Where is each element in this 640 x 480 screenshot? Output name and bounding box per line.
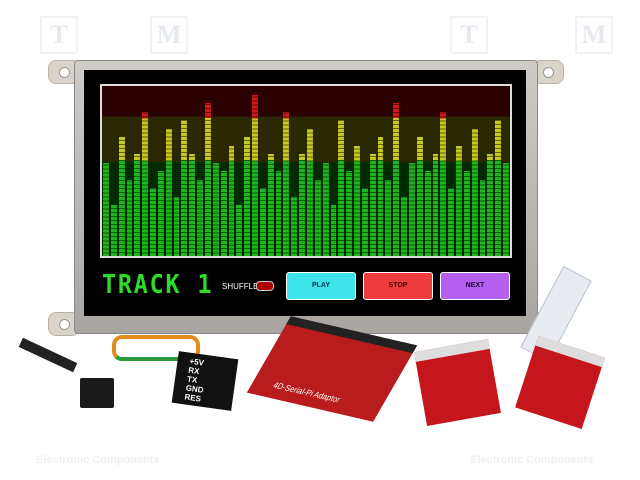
equalizer-bar [479,179,486,256]
equalizer-bar [416,137,423,256]
adaptor-label: 4D-Serial-Pi Adaptor [271,380,343,405]
equalizer-bar [212,162,219,256]
equalizer-bar [252,94,258,256]
equalizer-bar [189,154,196,256]
equalizer-bar [424,171,431,256]
equalizer-bar [495,120,502,256]
next-button[interactable]: NEXT [440,272,510,300]
equalizer-bar [126,179,133,256]
track-label: TRACK 1 [102,270,214,300]
shuffle-toggle[interactable] [256,281,274,291]
equalizer-bar [165,128,172,256]
pin-header [18,337,78,373]
equalizer-bar [110,205,117,256]
equalizer-bar [377,137,384,256]
equalizer-bar [440,111,447,256]
microsd-card [80,378,114,408]
stop-button[interactable]: STOP [363,272,433,300]
equalizer-bar [244,137,251,256]
equalizer-bar [142,111,149,256]
equalizer-bar [463,171,470,256]
equalizer-bar [338,120,345,256]
equalizer-bar [118,137,125,256]
equalizer-bar [228,145,235,256]
equalizer-bar [322,162,329,256]
equalizer-bar [267,154,274,256]
equalizer-bar [456,145,462,256]
equalizer-bar [283,111,290,256]
equalizer-bar [103,162,109,256]
equalizer-bar [385,179,392,256]
equalizer-bar [236,205,243,256]
equalizer-bar [157,171,164,256]
cable-connector: +5V RX TX GND RES [171,351,239,411]
play-button[interactable]: PLAY [286,272,356,300]
equalizer-bar [291,196,298,256]
equalizer-bar [307,128,313,256]
equalizer-bar [409,162,415,256]
equalizer-bar [354,145,360,256]
equalizer-bar [275,171,282,256]
equalizer-bar [173,196,180,256]
watermark-logo: T [40,16,78,54]
equalizer-bar [330,205,337,256]
equalizer-bar [487,154,494,256]
equalizer-bar [150,188,156,256]
equalizer-bar [134,154,141,256]
equalizer-bar [197,179,203,256]
equalizer-bar [471,128,478,256]
equalizer-bar [448,188,455,256]
equalizer-bar [299,154,305,256]
equalizer-bar [205,103,211,256]
watermark-text: Electronic Components [36,454,160,466]
watermark-logo: M [575,16,613,54]
breakout-board [414,339,501,426]
shuffle-label: SHUFFLE [222,282,259,291]
equalizer-bar [181,120,188,256]
equalizer-bar [401,196,407,256]
equalizer-bar [314,179,321,256]
equalizer [100,84,512,258]
equalizer-bar [346,171,353,256]
equalizer-bar [259,188,266,256]
equalizer-bar [432,154,439,256]
watermark-text: Electronic Components [470,454,594,466]
equalizer-bar [361,188,368,256]
watermark-logo: T [450,16,488,54]
watermark-logo: M [150,16,188,54]
equalizer-bar [369,154,376,256]
equalizer-bar [503,162,509,256]
equalizer-bar [220,171,227,256]
jumper-cable [112,335,200,361]
equalizer-bar [393,103,400,256]
